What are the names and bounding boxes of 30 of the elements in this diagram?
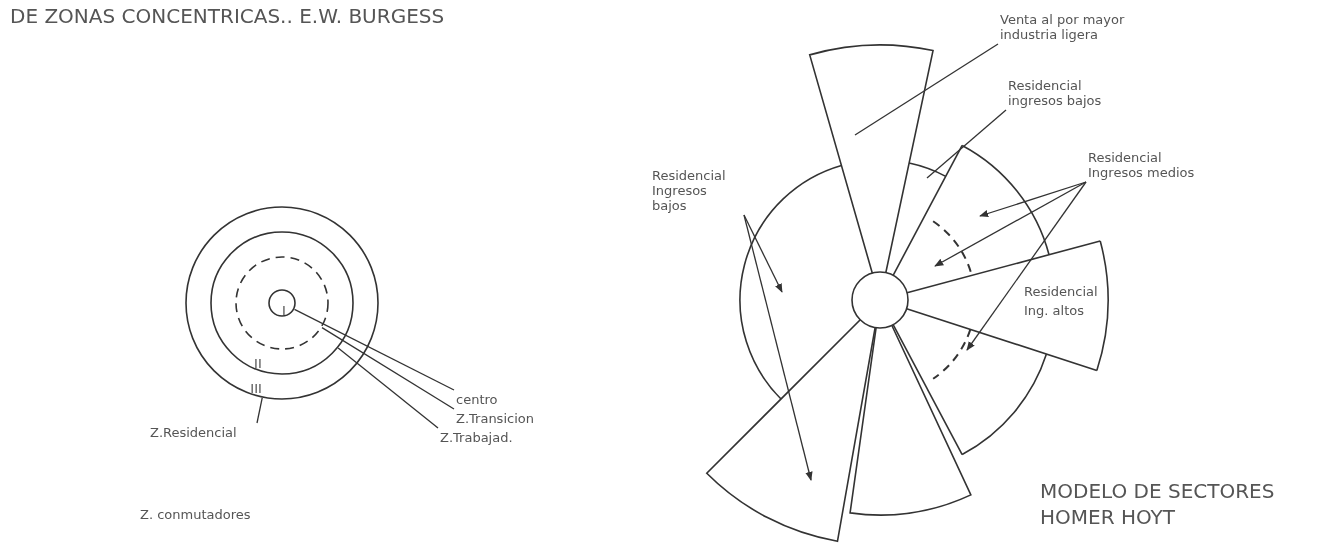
- leader-line: [854, 43, 999, 136]
- sector-label: Residencial Ing. altos: [1024, 283, 1099, 320]
- leader-line: [293, 308, 455, 391]
- zone-circle: [268, 289, 296, 317]
- zone-label: Z.Transicion: [456, 411, 556, 426]
- zone-numeral: I: [282, 303, 286, 318]
- leader-line: [256, 397, 263, 424]
- zone-numeral: II: [254, 355, 262, 371]
- zone-label: centro: [456, 392, 516, 407]
- caption: MODELO DE SECTORES HOMER HOYT: [1040, 478, 1276, 530]
- zone-label: Z. conmutadores: [140, 506, 252, 524]
- zone-circle: [185, 206, 379, 400]
- leader-line: [321, 327, 455, 410]
- zone-label: Z.Residencial: [150, 425, 255, 440]
- zone-label: Residencial Ingresos medios: [1088, 150, 1208, 180]
- leader-line: [337, 347, 439, 429]
- zone-circle: [210, 231, 354, 375]
- leader-line: [966, 181, 1087, 351]
- zone-label: Residencial Ingresos bajos: [652, 168, 742, 213]
- zone-label: Venta al por mayor industria ligera: [1000, 12, 1130, 42]
- zone-label: Residencial ingresos bajos: [1008, 78, 1108, 108]
- leader-line: [926, 109, 1007, 179]
- zone-numeral: III: [250, 381, 262, 397]
- zone-label: Z.Trabajad.: [440, 430, 535, 445]
- zone-circle: [235, 256, 329, 350]
- leader-line: [934, 181, 1087, 267]
- title: DE ZONAS CONCENTRICAS.. E.W. BURGESS: [10, 4, 445, 28]
- leader-line: [743, 214, 813, 481]
- leader-line: [743, 214, 783, 293]
- leader-line: [979, 181, 1087, 217]
